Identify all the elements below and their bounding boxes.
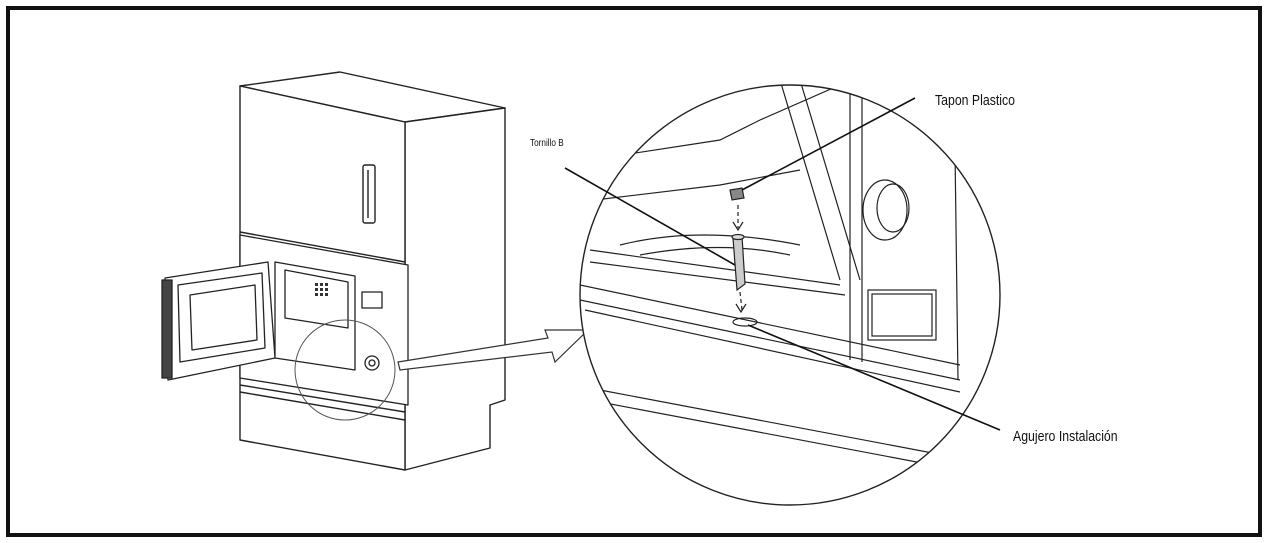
diagram-border xyxy=(6,6,1262,537)
zoom-detail xyxy=(579,84,1001,506)
zoom-arrow xyxy=(397,329,590,371)
label-plastic-cap: Tapon Plastico xyxy=(935,92,1016,109)
leader-plastic-cap xyxy=(741,97,916,191)
leader-install-hole xyxy=(747,324,1001,431)
label-screw-b: Tornillo B xyxy=(530,138,564,149)
microwave xyxy=(161,234,409,421)
leader-lines xyxy=(564,97,1001,431)
label-install-hole: Agujero Instalación xyxy=(1013,428,1118,445)
leader-screw-b xyxy=(564,167,736,266)
